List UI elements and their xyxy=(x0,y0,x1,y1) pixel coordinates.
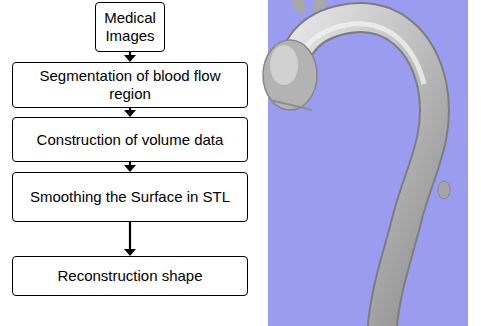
process-box: Smoothing the Surface in STL xyxy=(12,172,248,222)
box-label: Reconstruction shape xyxy=(57,267,202,285)
box-label: Construction of volume data xyxy=(37,131,224,149)
flow-arrow xyxy=(124,108,136,117)
aorta-vessel xyxy=(263,0,450,326)
process-box: Reconstruction shape xyxy=(12,256,248,296)
flow-arrow xyxy=(124,162,136,172)
flow-arrow xyxy=(124,222,136,256)
box-label: Smoothing the Surface in STL xyxy=(30,188,230,206)
box-label: Segmentation of blood flow region xyxy=(19,67,241,103)
flow-arrow xyxy=(124,52,136,62)
box-label: Medical Images xyxy=(102,9,158,45)
process-box: Medical Images xyxy=(95,2,165,52)
process-box: Construction of volume data xyxy=(12,117,248,162)
process-box: Segmentation of blood flow region xyxy=(12,62,248,108)
